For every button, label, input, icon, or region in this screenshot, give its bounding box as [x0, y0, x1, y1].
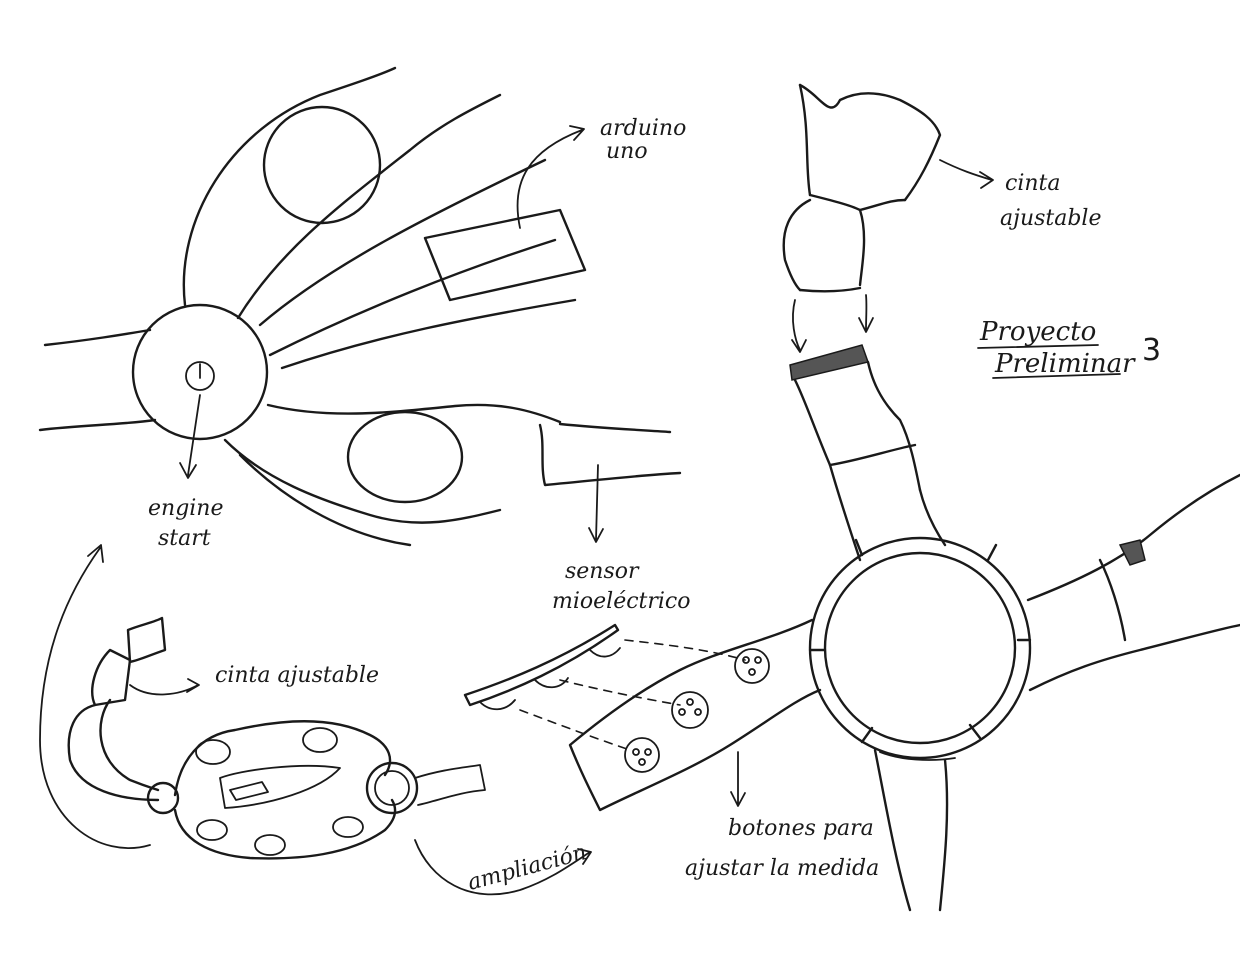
- main-hub-inner: [823, 551, 1017, 745]
- label-engine: engine: [148, 496, 224, 521]
- adjust-button-1: [734, 648, 770, 684]
- label-arduino: arduino: [600, 116, 686, 141]
- glove-small-hub: [365, 761, 419, 815]
- adjust-button-3: [624, 737, 660, 773]
- label-start: start: [158, 526, 211, 551]
- finger-pad-upper: [262, 105, 382, 225]
- myoelectric-sensor: [463, 623, 620, 707]
- glove-enlarged-view: [463, 83, 1240, 912]
- adjust-button-2: [671, 691, 709, 729]
- engine-hub: [131, 303, 269, 441]
- label-ajustable-top: ajustable: [1000, 206, 1102, 231]
- label-sensor: sensor: [565, 559, 640, 584]
- label-ajustar-medida: ajustar la medida: [685, 856, 879, 881]
- label-cinta-top: cinta: [1005, 171, 1060, 196]
- project-number: 3: [1142, 333, 1161, 368]
- label-cinta-ajustable-left: cinta ajustable: [215, 663, 379, 688]
- main-hub-outer: [808, 536, 1032, 760]
- glove-small-view: [39, 544, 592, 896]
- label-mioelectrico: mioeléctrico: [552, 589, 691, 614]
- arduino-module: [423, 208, 587, 302]
- project-title-line1: Proyecto: [979, 317, 1096, 347]
- hand-top-view: [38, 66, 682, 547]
- label-botones-para: botones para: [728, 816, 874, 841]
- glove-small-button: [146, 781, 180, 815]
- power-icon: [185, 361, 215, 391]
- label-uno: uno: [606, 139, 648, 164]
- finger-pad-lower: [346, 410, 464, 504]
